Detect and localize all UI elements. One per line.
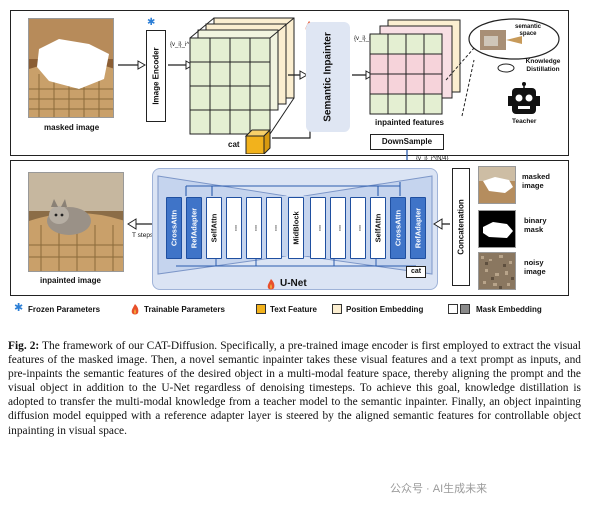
unet-cat-label: cat	[410, 268, 422, 275]
unet-block-refadapter-left: RefAdapter	[186, 197, 202, 259]
legend-mask-embedding-label: Mask Embedding	[476, 305, 542, 314]
masked-image-label: masked image	[44, 123, 100, 132]
legend-position-embedding-swatch	[332, 304, 342, 314]
inpainted-image-label: inpainted image	[40, 276, 101, 285]
inpainted-features-label: inpainted features	[375, 118, 444, 127]
arrow-features-to-inpainter	[288, 70, 308, 80]
unet-block-selfattn-left: SelfAttn	[206, 197, 222, 259]
legend-position-embedding-label: Position Embedding	[346, 305, 424, 314]
figure-ref: Fig. 2:	[8, 340, 40, 352]
t-steps-label: T steps	[132, 232, 154, 239]
caption-text: The framework of our CAT-Diffusion. Spec…	[8, 340, 581, 437]
legend-text-feature-swatch	[256, 304, 266, 314]
downsample-subscript: {v_i}_i^{N/4}	[416, 156, 449, 162]
semantic-inpainter-box: Semantic Inpainter	[306, 22, 350, 132]
arrow-cat-to-inpainter	[272, 130, 311, 139]
concatenation-label: Concatenation	[456, 199, 466, 255]
unet-block-ellipsis-1: ...	[226, 197, 242, 259]
legend-flame-icon	[130, 303, 140, 315]
distillation-ellipse	[497, 63, 515, 73]
unet-block-ellipsis-3: ...	[266, 197, 282, 259]
downsample-box: DownSample	[370, 134, 444, 150]
unet-block-ellipsis-5: ...	[330, 197, 346, 259]
feature-subscript-inpainted: {v_i}_i^N	[354, 36, 378, 42]
input-binary-mask-label: binary mask	[524, 216, 547, 234]
knowledge-distillation-label: Knowledge Distillation	[525, 58, 561, 73]
unet-block-refadapter-right: RefAdapter	[410, 197, 426, 259]
inpainted-feature-cube	[369, 19, 461, 115]
arrow-image-to-encoder	[118, 60, 146, 70]
snowflake-icon: ✱	[147, 17, 156, 28]
flame-icon-unet	[266, 278, 276, 290]
image-encoder-label: Image Encoder	[151, 47, 161, 105]
input-masked-image	[478, 166, 516, 204]
unet-block-selfattn-right: SelfAttn	[370, 197, 386, 259]
teacher-label: Teacher	[512, 118, 537, 125]
teacher-robot-icon	[508, 82, 540, 114]
semantic-space-label: semantic space	[514, 24, 541, 37]
watermark-text: 公众号 · AI生成未来	[390, 483, 488, 495]
inpainted-image	[28, 172, 124, 272]
arrow-concat-to-unet	[433, 218, 450, 230]
image-encoder-box: Image Encoder	[146, 30, 166, 122]
input-masked-image-label: masked image	[522, 172, 550, 190]
legend-text-feature-label: Text Feature	[270, 305, 317, 314]
legend-trainable-label: Trainable Parameters	[144, 305, 225, 314]
input-noisy-image	[478, 252, 516, 290]
text-feature-cube	[244, 128, 272, 154]
unet-block-crossattn-left: CrossAttn	[166, 197, 182, 259]
input-noisy-image-label: noisy image	[524, 258, 546, 276]
legend-mask-embedding-swatch-gray	[460, 304, 470, 314]
feature-subscript-top: {v_i}_i^N	[170, 42, 194, 48]
unet-block-ellipsis-2: ...	[246, 197, 262, 259]
visual-feature-cube	[189, 17, 295, 135]
concatenation-box: Concatenation	[452, 168, 470, 286]
input-binary-mask	[478, 210, 516, 248]
legend-mask-embedding-swatch-white	[448, 304, 458, 314]
dashed-link-semantic-space	[445, 47, 475, 117]
unet-block-ellipsis-6: ...	[350, 197, 366, 259]
unet-block-crossattn-right: CrossAttn	[390, 197, 406, 259]
cat-text-label: cat	[228, 140, 240, 149]
figure-caption: Fig. 2: The framework of our CAT-Diffusi…	[8, 339, 581, 438]
unet-label: U-Net	[280, 278, 307, 289]
unet-block-midblock: MidBlock	[288, 197, 304, 259]
unet-block-ellipsis-4: ...	[310, 197, 326, 259]
legend-snowflake-icon: ✱	[14, 302, 24, 314]
legend-frozen-label: Frozen Parameters	[28, 305, 101, 314]
unet-cat-tag: cat	[406, 266, 426, 278]
masked-image	[28, 18, 114, 118]
semantic-inpainter-label: Semantic Inpainter	[322, 32, 334, 122]
downsample-label: DownSample	[381, 137, 433, 146]
semantic-space-ellipse	[468, 18, 560, 60]
